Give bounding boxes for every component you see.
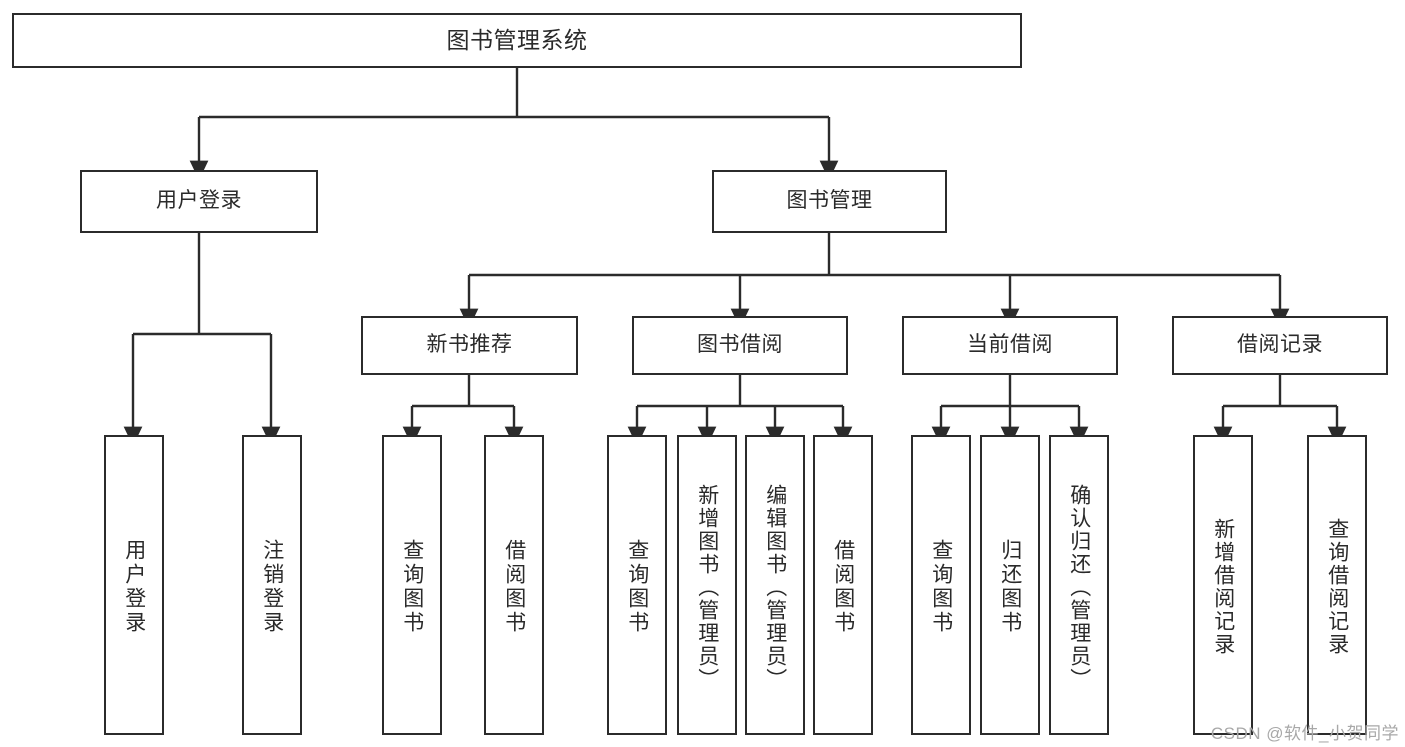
node-new-book-recommend-label: 新书推荐 (426, 333, 513, 357)
leaf-book-borrow-add-label: 新增图书（管理员） (695, 483, 719, 691)
node-book-management-label: 图书管理 (786, 189, 873, 213)
node-borrow-record-label: 借阅记录 (1237, 333, 1323, 357)
leaf-book-borrow-edit-label: 编辑图书（管理员） (763, 483, 787, 691)
node-book-management[interactable]: 图书管理 (712, 170, 947, 233)
leaf-book-borrow-query-label: 查询图书 (625, 539, 649, 635)
leaf-new-book-borrow-label: 借阅图书 (502, 539, 526, 635)
leaf-current-borrow-return-label: 归还图书 (998, 539, 1022, 635)
leaf-user-login-login[interactable]: 用户登录 (104, 435, 164, 735)
leaf-new-book-query-label: 查询图书 (400, 539, 424, 635)
leaf-user-login-logout-label: 注销登录 (260, 539, 284, 635)
leaf-book-borrow-borrow-label: 借阅图书 (831, 539, 855, 635)
node-book-borrow-label: 图书借阅 (697, 333, 783, 357)
leaf-book-borrow-add[interactable]: 新增图书（管理员） (677, 435, 737, 735)
leaf-current-borrow-confirm-label: 确认归还（管理员） (1067, 483, 1091, 691)
node-new-book-recommend[interactable]: 新书推荐 (361, 316, 578, 375)
node-current-borrow[interactable]: 当前借阅 (902, 316, 1118, 375)
leaf-user-login-login-label: 用户登录 (122, 539, 146, 635)
node-current-borrow-label: 当前借阅 (967, 333, 1053, 357)
leaf-current-borrow-query[interactable]: 查询图书 (911, 435, 971, 735)
csdn-watermark: CSDN @软件_小贺同学 (1210, 724, 1399, 743)
node-borrow-record[interactable]: 借阅记录 (1172, 316, 1388, 375)
leaf-new-book-query[interactable]: 查询图书 (382, 435, 442, 735)
node-root-system[interactable]: 图书管理系统 (12, 13, 1022, 68)
leaf-book-borrow-edit[interactable]: 编辑图书（管理员） (745, 435, 805, 735)
node-user-login-label: 用户登录 (156, 189, 242, 213)
leaf-new-book-borrow[interactable]: 借阅图书 (484, 435, 544, 735)
node-user-login[interactable]: 用户登录 (80, 170, 318, 233)
leaf-current-borrow-query-label: 查询图书 (929, 539, 953, 635)
leaf-borrow-record-add[interactable]: 新增借阅记录 (1193, 435, 1253, 735)
leaf-borrow-record-add-label: 新增借阅记录 (1211, 518, 1235, 656)
leaf-user-login-logout[interactable]: 注销登录 (242, 435, 302, 735)
leaf-current-borrow-confirm[interactable]: 确认归还（管理员） (1049, 435, 1109, 735)
leaf-book-borrow-query[interactable]: 查询图书 (607, 435, 667, 735)
node-root-system-label: 图书管理系统 (446, 26, 588, 53)
node-book-borrow[interactable]: 图书借阅 (632, 316, 848, 375)
leaf-borrow-record-query[interactable]: 查询借阅记录 (1307, 435, 1367, 735)
leaf-borrow-record-query-label: 查询借阅记录 (1325, 518, 1349, 656)
leaf-current-borrow-return[interactable]: 归还图书 (980, 435, 1040, 735)
leaf-book-borrow-borrow[interactable]: 借阅图书 (813, 435, 873, 735)
